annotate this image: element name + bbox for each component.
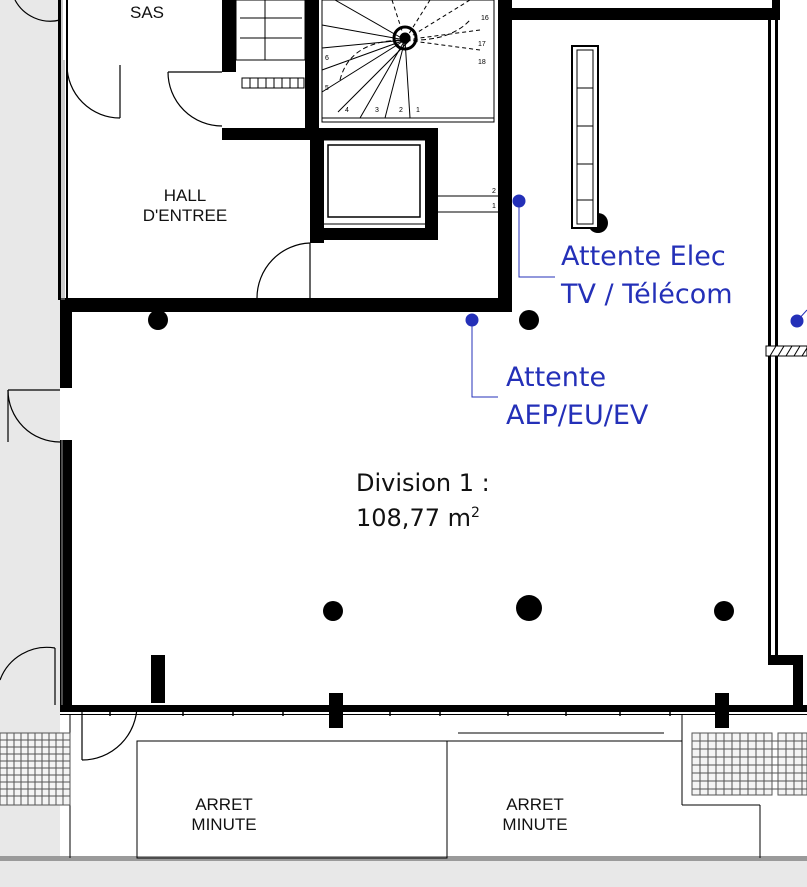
doormat bbox=[241, 77, 305, 89]
stair-step-numbers: 1 2 3 4 5 6 16 17 18 bbox=[325, 15, 489, 114]
room-label-hall: HALL D'ENTREE bbox=[120, 186, 250, 226]
elevator-car bbox=[327, 144, 421, 218]
division-area-unit-exponent: 2 bbox=[470, 505, 480, 521]
division-label: Division 1 : 108,77 m2 bbox=[356, 468, 490, 533]
grate-right bbox=[691, 732, 807, 796]
step-number: 18 bbox=[478, 59, 486, 66]
annotation-elec: Attente Elec TV / Télécom bbox=[561, 238, 733, 314]
step-number: 17 bbox=[478, 41, 486, 48]
riser-duct bbox=[438, 195, 498, 213]
grate-left bbox=[0, 732, 71, 806]
division-title: Division 1 : bbox=[356, 469, 490, 497]
parking-label-2-line2: MINUTE bbox=[502, 815, 568, 834]
step-number: 16 bbox=[481, 15, 489, 22]
annotation-aep-line2: AEP/EU/EV bbox=[506, 400, 649, 431]
annotation-aep: Attente AEP/EU/EV bbox=[506, 359, 648, 435]
step-number: 1 bbox=[416, 107, 420, 114]
annotation-markers bbox=[465, 194, 807, 398]
riser-number: 1 bbox=[492, 203, 496, 210]
doors bbox=[0, 0, 311, 761]
doormat-hatch bbox=[249, 78, 299, 88]
annotation-elec-line2: TV / Télécom bbox=[561, 279, 733, 310]
parking-label-2: ARRET MINUTE bbox=[485, 795, 585, 835]
shelving-unit bbox=[571, 45, 599, 229]
facade-ticks bbox=[109, 710, 671, 716]
parking-label-2-line1: ARRET bbox=[506, 795, 564, 814]
vent-hatch bbox=[765, 345, 807, 357]
room-label-sas: SAS bbox=[129, 3, 165, 22]
step-number: 2 bbox=[399, 107, 403, 114]
walls bbox=[58, 0, 807, 715]
street-band bbox=[0, 858, 807, 887]
room-label-hall-line2: D'ENTREE bbox=[142, 206, 228, 225]
division-area: 108,77 m2 bbox=[356, 498, 490, 533]
parking-label-1: ARRET MINUTE bbox=[174, 795, 274, 835]
staircase bbox=[321, 0, 495, 123]
division-area-value: 108,77 m bbox=[356, 504, 471, 532]
elevator-frame bbox=[321, 139, 427, 225]
sas-steps bbox=[235, 0, 306, 61]
riser-number: 2 bbox=[492, 188, 496, 195]
glazing-lines bbox=[61, 0, 65, 705]
step-number: 3 bbox=[375, 107, 379, 114]
room-label-hall-line1: HALL bbox=[163, 186, 207, 205]
columns bbox=[148, 213, 734, 728]
step-number: 5 bbox=[325, 85, 329, 92]
parking-label-1-line2: MINUTE bbox=[191, 815, 257, 834]
parking-bays bbox=[69, 715, 761, 859]
parking-label-1-line1: ARRET bbox=[195, 795, 253, 814]
step-number: 6 bbox=[325, 55, 329, 62]
annotation-aep-line1: Attente bbox=[506, 362, 607, 393]
step-number: 4 bbox=[345, 107, 349, 114]
annotation-elec-line1: Attente Elec bbox=[561, 241, 726, 272]
